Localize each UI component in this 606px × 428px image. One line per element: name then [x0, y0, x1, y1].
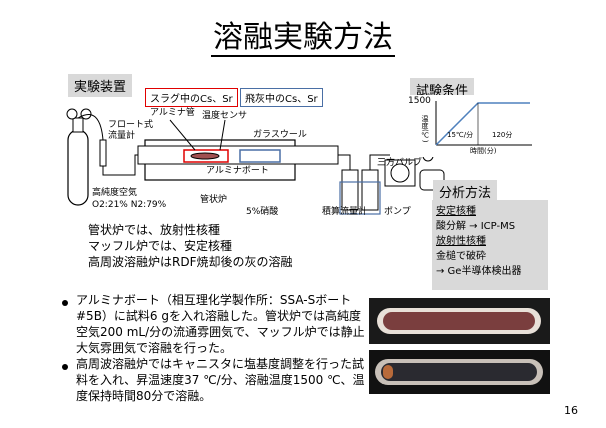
note-line: マッフル炉では、安定核種: [88, 239, 233, 253]
note-line: 管状炉では、放射性核種: [88, 223, 221, 237]
slide-title: 溶融実験方法: [211, 20, 395, 57]
label-alumina-tube: アルミナ管: [150, 108, 195, 118]
gas-cylinder: [67, 129, 89, 206]
page-number: 16: [564, 404, 578, 417]
flyash-highlight: [239, 149, 281, 163]
melt-edge: [383, 365, 393, 379]
apparatus-diagram: [66, 108, 416, 215]
cylinder-valve: [72, 117, 84, 133]
chart-rate-label: 15℃/分: [447, 131, 474, 139]
melt-sample: [381, 363, 537, 381]
label-air: 高純度空気: [92, 188, 138, 198]
chart-y-axis-label: 温度(℃): [421, 115, 429, 143]
bullet-dot: [62, 364, 68, 370]
chart-x-axis-label: 時間(分): [470, 147, 497, 155]
notes-block: 管状炉では、放射性核種 マッフル炉では、安定核種 高周波溶融炉はRDF焼却後の灰…: [88, 222, 292, 270]
conditions-chart: [408, 95, 536, 157]
float-flowmeter: [99, 139, 107, 167]
photo-alumina-boat: [369, 298, 550, 344]
analysis-panel: 安定核種 酸分解 → ICP-MS 放射性核種 金槌で破砕 → Ge半導体検出器: [432, 200, 548, 290]
callout-flyash: 飛灰中のCs、Sr: [240, 88, 323, 107]
tube-line-1: [77, 114, 104, 141]
chart-hold-label: 120分: [492, 131, 513, 139]
leader-temp-sensor: [219, 119, 226, 151]
chart-y-top-label: 1500: [408, 96, 431, 106]
label-air-composition: O2:21% N2:79%: [92, 200, 167, 210]
tube-line-4: [369, 154, 390, 170]
callout-slag: スラグ中のCs、Sr: [145, 88, 238, 107]
bullet-text-1: アルミナボート（相互理化学製作所：SSA-Sボート#5B）に試料6 gを入れ溶融…: [76, 293, 365, 355]
label-temp-sensor: 温度センサ: [202, 111, 248, 121]
bullet-dot: [62, 300, 68, 306]
boat-sample: [383, 312, 535, 330]
pressure-gauge-right: [80, 108, 92, 120]
integrating-flowmeter-dial: [390, 163, 410, 183]
leader-alumina-tube: [169, 119, 196, 151]
label-tube-furnace: 管状炉: [200, 195, 228, 205]
stable-nuclide-heading: 安定核種: [436, 206, 476, 217]
radio-nuclide-heading: 放射性核種: [436, 236, 486, 247]
wash-bottle-2: [361, 169, 379, 211]
analysis-heading: 分析方法: [433, 180, 498, 203]
bullet-text-2: 高周波溶融炉ではキャニスタに塩基度調整を行った試料を入れ、昇温速度37 ℃/分、…: [76, 357, 365, 403]
label-float-flowmeter: フロート式 流量計: [108, 120, 154, 141]
stable-method: 酸分解 → ICP-MS: [436, 221, 516, 232]
slag-highlight: [183, 149, 229, 163]
label-integrating-flowmeter: 積算流量計: [322, 207, 368, 217]
pressure-gauge-left: [66, 108, 78, 120]
photo-melted-sample: [369, 350, 550, 394]
conditions-chart-svg: [435, 101, 532, 146]
wash-bottle-highlight: [339, 181, 381, 215]
label-three-way-valve: 三方バルブ: [377, 158, 423, 168]
alumina-boat-sample: [190, 152, 220, 160]
label-nitric-acid: 5%硝酸: [246, 207, 279, 217]
apparatus-heading: 実験装置: [68, 74, 133, 97]
alumina-tube: [137, 145, 339, 165]
label-alumina-boat: アルミナボート: [206, 166, 269, 176]
label-pump: ポンプ: [384, 207, 411, 217]
radio-method-1: 金槌で破砕: [436, 251, 486, 262]
wash-bottle-1: [341, 169, 359, 211]
label-glass-wool: ガラスウール: [253, 130, 307, 140]
note-line: 高周波溶融炉はRDF焼却後の灰の溶融: [88, 255, 293, 269]
radio-method-2: → Ge半導体検出器: [436, 266, 522, 277]
